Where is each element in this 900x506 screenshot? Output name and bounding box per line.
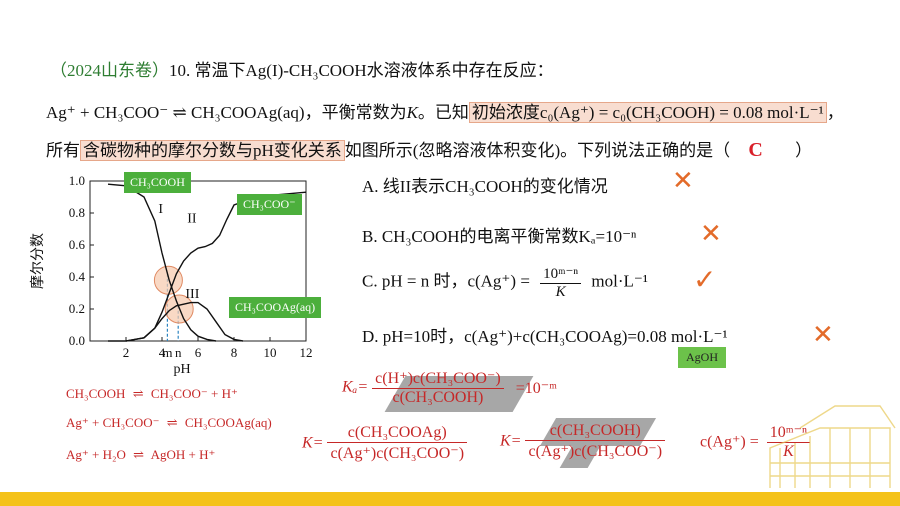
side-eq-1: CH₃COOH ⇌ CH₃COO⁻ + H⁺ <box>66 386 238 402</box>
x-tick-label: 2 <box>123 345 130 360</box>
reaction-K: K <box>406 103 418 122</box>
k-formula-2: K= c(CH₃COOH) c(Ag⁺)c(CH₃COO⁻) <box>500 422 666 461</box>
ka-rhs: =10⁻ᵐ <box>515 379 557 397</box>
reaction-end: ， <box>826 103 844 122</box>
ka-fraction: c(H⁺)c(CH₃COO⁻) c(CH₃COOH) <box>372 368 504 407</box>
x-tick-label: 10 <box>264 345 277 360</box>
y-tick-label: 0.0 <box>69 333 85 348</box>
side-eq-3-rhs: AgOH + H⁺ <box>150 447 216 462</box>
question-intro: 10. 常温下Ag(I)-CH₃COOH水溶液体系中存在反应： <box>169 61 554 80</box>
option-a: A. 线II表示CH₃COOH的变化情况 <box>362 172 608 197</box>
condition-line: 所有含碳物种的摩尔分数与pH变化关系如图所示(忽略溶液体积变化)。下列说法正确的… <box>46 136 812 162</box>
k1-fraction: c(CH₃COOAg) c(Ag⁺)c(CH₃COO⁻) <box>327 424 468 463</box>
question-source: （2024山东卷） <box>50 61 169 80</box>
option-c-pre: C. pH = n 时，c(Ag⁺) = <box>362 271 530 291</box>
k1-num: c(CH₃COOAg) <box>327 424 468 443</box>
side-eq-3-lhs: Ag⁺ + H₂O <box>66 447 126 462</box>
option-c-frac-num: 10ᵐ⁻ⁿ <box>540 264 582 284</box>
line3-start: 所有 <box>46 141 80 160</box>
k2-fraction: c(CH₃COOH) c(Ag⁺)c(CH₃COO⁻) <box>525 422 666 461</box>
tag-ch3cooag: CH₃COOAg(aq) <box>229 297 322 318</box>
x-extra-tick-label: m <box>162 345 172 360</box>
option-c-post: mol·L⁻¹ <box>591 271 648 291</box>
side-eq-2-arrow: ⇌ <box>166 415 178 430</box>
line3-end: 如图所示(忽略溶液体积变化)。下列说法正确的是（ <box>344 141 731 160</box>
option-d-wrong-mark: ✕ <box>812 320 834 350</box>
k2-num: c(CH₃COOH) <box>525 422 666 441</box>
ka-formula: Kₐ= c(H⁺)c(CH₃COO⁻) c(CH₃COOH) =10⁻ᵐ <box>342 368 557 407</box>
tag-ch3cooh: CH₃COOH <box>124 172 191 193</box>
option-d-text: D. pH=10时，c(Ag⁺)+c(CH₃COOAg)=0.08 mol·L⁻… <box>362 327 728 346</box>
x-extra-tick-label: n <box>175 345 182 360</box>
y-axis-title: 摩尔分数 <box>29 233 46 289</box>
option-b: B. CH₃COOH的电离平衡常数Kₐ=10⁻ⁿ <box>362 222 636 247</box>
cag-den: K <box>783 443 794 460</box>
x-tick-label: 6 <box>195 345 202 360</box>
y-tick-label: 0.6 <box>69 237 86 252</box>
curve-label-3: III <box>185 287 199 302</box>
option-b-text: B. CH₃COOH的电离平衡常数Kₐ=10⁻ⁿ <box>362 227 637 246</box>
initial-conc-highlight: 初始浓度c₀(Ag⁺) = c₀(CH₃COOH) = 0.08 mol·L⁻¹ <box>468 102 827 123</box>
x-tick-label: 8 <box>231 345 238 360</box>
side-eq-2-lhs: Ag⁺ + CH₃COO⁻ <box>66 415 160 430</box>
series-line-1 <box>107 183 217 342</box>
y-tick-label: 0.2 <box>69 301 85 316</box>
option-c-frac-den: K <box>555 284 566 300</box>
reaction-mid: 。已知 <box>417 103 469 122</box>
cag-lhs: c(Ag⁺) = <box>700 433 759 451</box>
side-eq-1-arrow: ⇌ <box>132 386 144 401</box>
k1-den: c(Ag⁺)c(CH₃COO⁻) <box>330 445 465 462</box>
k2-lhs: K= <box>500 432 522 450</box>
option-c: C. pH = n 时，c(Ag⁺) = 10ᵐ⁻ⁿ K mol·L⁻¹ <box>362 264 648 301</box>
side-eq-3: Ag⁺ + H₂O ⇌ AgOH + H⁺ <box>66 447 215 463</box>
option-a-text: A. 线II表示CH₃COOH的变化情况 <box>362 177 608 196</box>
y-tick-label: 1.0 <box>69 173 85 188</box>
curve-label-1: I <box>158 202 163 217</box>
question-intro-line: （2024山东卷）10. 常温下Ag(I)-CH₃COOH水溶液体系中存在反应： <box>50 56 554 81</box>
x-axis-title: pH <box>173 362 190 377</box>
option-c-check-mark: ✓ <box>693 263 717 296</box>
agoh-tag: AgOH <box>678 347 726 368</box>
x-tick-label: 12 <box>300 345 313 360</box>
tag-ch3coo: CH₃COO⁻ <box>237 194 302 215</box>
building-decoration-icon <box>769 405 896 488</box>
paren-close: ） <box>795 141 813 160</box>
answer-letter: C <box>748 139 763 161</box>
ka-den: c(CH₃COOH) <box>392 389 484 406</box>
k-formula-1: K= c(CH₃COOAg) c(Ag⁺)c(CH₃COO⁻) <box>302 424 468 463</box>
mole-fraction-highlight: 含碳物种的摩尔分数与pH变化关系 <box>80 140 345 161</box>
option-b-wrong-mark: ✕ <box>700 219 722 249</box>
option-a-wrong-mark: ✕ <box>672 166 694 196</box>
ka-num: c(H⁺)c(CH₃COO⁻) <box>372 368 504 389</box>
y-tick-label: 0.8 <box>69 205 85 220</box>
reaction-left: Ag⁺ + CH₃COO⁻ ⇌ CH₃COOAg(aq)，平衡常数为 <box>46 103 407 122</box>
option-c-fraction: 10ᵐ⁻ⁿ K <box>540 264 582 301</box>
curve-label-2: II <box>187 212 197 227</box>
k1-lhs: K= <box>302 434 324 452</box>
side-eq-2-rhs: CH₃COOAg(aq) <box>184 415 272 430</box>
side-eq-3-arrow: ⇌ <box>133 447 145 462</box>
side-eq-1-lhs: CH₃COOH <box>66 386 126 401</box>
ka-lhs: Kₐ= <box>342 378 369 396</box>
x-tick-label: 4 <box>159 345 166 360</box>
bottom-accent-bar <box>0 492 900 506</box>
side-eq-1-rhs: CH₃COO⁻ + H⁺ <box>150 386 238 401</box>
option-d: D. pH=10时，c(Ag⁺)+c(CH₃COOAg)=0.08 mol·L⁻… <box>362 322 728 347</box>
y-tick-label: 0.4 <box>69 269 86 284</box>
side-eq-2: Ag⁺ + CH₃COO⁻ ⇌ CH₃COOAg(aq) <box>66 415 272 431</box>
k2-den: c(Ag⁺)c(CH₃COO⁻) <box>528 443 663 460</box>
series-line-3 <box>125 301 244 342</box>
reaction-line: Ag⁺ + CH₃COO⁻ ⇌ CH₃COOAg(aq)，平衡常数为K。已知初始… <box>46 98 844 123</box>
